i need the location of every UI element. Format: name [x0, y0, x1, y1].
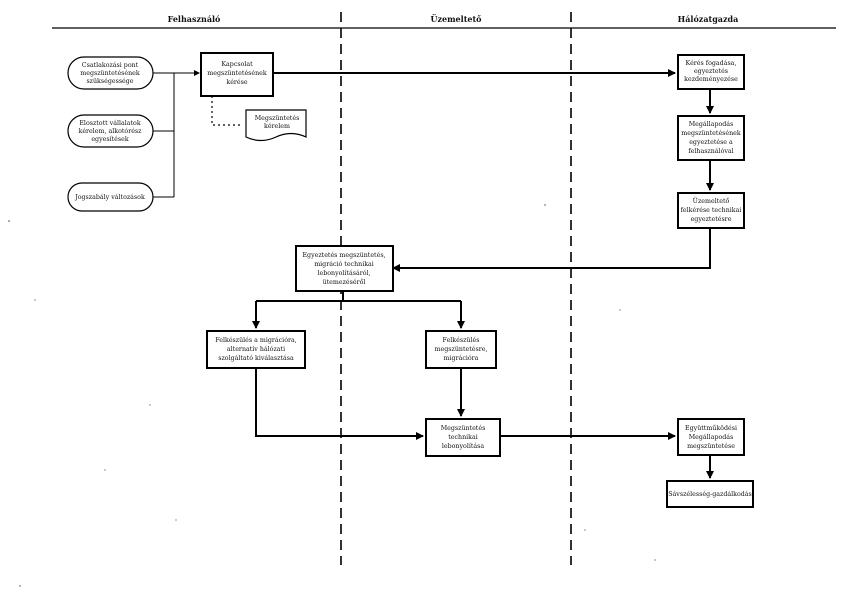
svg-text:megszüntetésre,: megszüntetésre, [435, 346, 488, 353]
svg-text:Sávszélesség-gazdálkodás: Sávszélesség-gazdálkodás [668, 491, 752, 498]
svg-text:ütemezéséről: ütemezéséről [323, 279, 366, 286]
svg-text:felhasználóval: felhasználóval [688, 148, 733, 155]
svg-text:megszüntetésének: megszüntetésének [207, 70, 267, 77]
svg-text:egyeztetése a: egyeztetése a [689, 139, 733, 146]
input-terminator-1: Csatlakozási pont megszüntetésének szüks… [67, 56, 154, 90]
svg-text:Kapcsolat: Kapcsolat [221, 61, 253, 68]
svg-text:megszüntetésének: megszüntetésének [681, 130, 741, 137]
process-technical-execution: Megszüntetés technikai lebonyolítása [425, 418, 501, 457]
svg-text:Jogszabály változások: Jogszabály változások [74, 194, 145, 201]
lane-header-user: Felhasználó [168, 14, 221, 24]
svg-text:Felkészülés a migrációra,: Felkészülés a migrációra, [215, 337, 297, 344]
svg-text:Felkészülés: Felkészülés [443, 337, 480, 344]
process-technical-agreement: Egyeztetés megszüntetés, migráció techni… [295, 245, 394, 292]
svg-text:alternatív hálózati: alternatív hálózati [227, 346, 285, 353]
svg-text:megszüntetésének: megszüntetésének [80, 70, 140, 77]
svg-text:egyesítések: egyesítések [91, 136, 129, 143]
svg-text:Megszüntetés: Megszüntetés [441, 425, 486, 432]
svg-text:kérelem, alkotórész: kérelem, alkotórész [79, 128, 143, 135]
svg-text:megszüntetése: megszüntetése [687, 443, 735, 450]
connectors [153, 69, 714, 479]
process-request-operator: Üzemeltető felkérése technikai egyezteté… [677, 192, 745, 229]
input-terminator-3: Jogszabály változások [67, 182, 154, 212]
process-prepare-migration-user: Felkészülés a migrációra, alternatív hál… [206, 330, 306, 369]
svg-text:kérése: kérése [226, 79, 248, 86]
svg-text:Elosztott vállalatok: Elosztott vállalatok [79, 120, 141, 127]
svg-text:Üzemeltető: Üzemeltető [693, 198, 730, 205]
process-agree-with-user: Megállapodás megszüntetésének egyeztetés… [677, 115, 745, 161]
process-prepare-migration-operator: Felkészülés megszüntetésre, migrációra [425, 330, 497, 369]
svg-text:Csatlakozási pont: Csatlakozási pont [82, 62, 139, 69]
process-request-termination: Kapcsolat megszüntetésének kérése [200, 52, 274, 97]
svg-text:Egyeztetés megszüntetés,: Egyeztetés megszüntetés, [302, 252, 385, 259]
svg-text:Megszüntetés: Megszüntetés [255, 115, 300, 122]
svg-text:technikai: technikai [448, 434, 478, 441]
svg-text:egyeztetésre: egyeztetésre [691, 216, 732, 223]
svg-text:kérelem: kérelem [264, 123, 290, 130]
scan-noise [8, 204, 656, 587]
svg-text:felkérése technikai: felkérése technikai [681, 207, 742, 214]
svg-text:kezdeményezése: kezdeményezése [684, 76, 738, 83]
svg-text:szükségessége: szükségessége [86, 78, 133, 85]
process-terminate-agreement: Együttműködési Megállapodás megszüntetés… [677, 418, 745, 456]
document-termination-request: Megszüntetés kérelem [245, 109, 307, 142]
process-bandwidth-management: Sávszélesség-gazdálkodás [666, 480, 754, 508]
svg-text:Megállapodás: Megállapodás [689, 434, 734, 441]
svg-text:Együttműködési: Együttműködési [685, 425, 737, 432]
process-receive-request: Kérés fogadása, egyeztetés kezdeményezés… [677, 54, 745, 90]
svg-text:lebonyolítása: lebonyolítása [442, 443, 485, 450]
svg-text:Megállapodás: Megállapodás [689, 121, 734, 128]
svg-text:szolgáltató kiválasztása: szolgáltató kiválasztása [218, 355, 294, 362]
svg-text:migrációra: migrációra [444, 355, 479, 362]
svg-text:egyeztetés: egyeztetés [694, 68, 728, 75]
lane-header-operator: Üzemeltető [430, 14, 482, 24]
svg-text:Kérés fogadása,: Kérés fogadása, [686, 60, 737, 67]
input-terminator-2: Elosztott vállalatok kérelem, alkotórész… [67, 114, 154, 148]
svg-text:lebonyolításáról,: lebonyolításáról, [317, 270, 370, 277]
lane-header-provider: Hálózatgazda [678, 14, 739, 24]
svg-text:migráció technikai: migráció technikai [314, 261, 374, 268]
